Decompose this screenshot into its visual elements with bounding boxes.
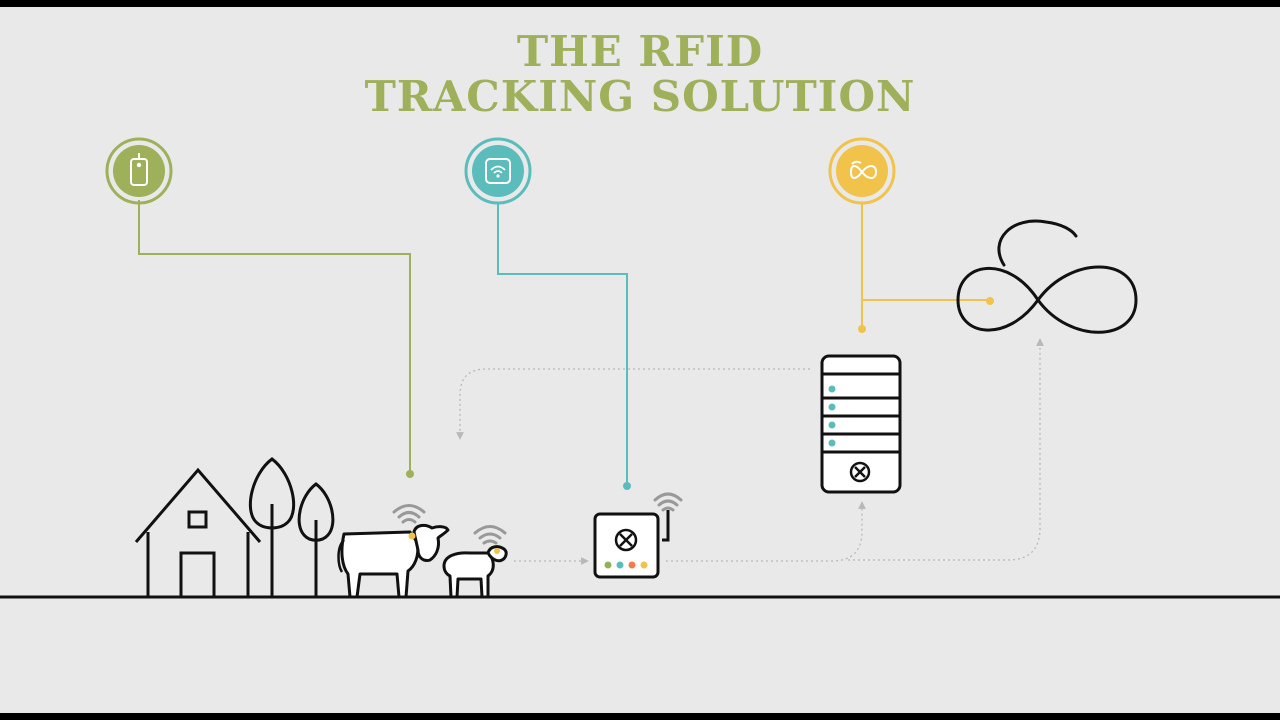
tag-connector-dot bbox=[406, 470, 414, 478]
flow-arrows bbox=[456, 338, 1044, 565]
reader-signal-icon bbox=[653, 492, 683, 512]
cloud-connector-dot-server bbox=[858, 325, 866, 333]
diagram-stage: THE RFID TRACKING SOLUTION bbox=[0, 7, 1280, 713]
cloud-drawing bbox=[956, 219, 1138, 334]
flow-arrow-server-to-farm bbox=[456, 368, 810, 440]
rfid-tag-icon bbox=[105, 137, 173, 205]
cloud-infinity-icon bbox=[828, 137, 896, 205]
trees-drawing bbox=[248, 457, 335, 597]
diagram-title-line-2: TRACKING SOLUTION bbox=[364, 72, 916, 121]
tag-connector-line bbox=[138, 200, 411, 472]
cloud-connector-dot-cloud bbox=[986, 297, 994, 305]
flow-arrow-reader-to-server bbox=[666, 501, 866, 562]
wireless-reader-icon bbox=[464, 137, 532, 205]
rfid-diagram bbox=[0, 137, 1280, 599]
reader-connector-dot bbox=[623, 482, 631, 490]
cow-signal-icon bbox=[392, 504, 426, 524]
sheep-drawing bbox=[442, 525, 508, 599]
diagram-title-line-1: THE RFID bbox=[516, 27, 764, 76]
barn-drawing bbox=[134, 467, 262, 597]
flow-arrow-reader-to-cloud bbox=[848, 338, 1044, 561]
rfid-reader-device bbox=[593, 492, 683, 579]
server-tower bbox=[820, 354, 902, 494]
cloud-connector-line bbox=[861, 202, 990, 327]
sheep-signal-icon bbox=[473, 525, 507, 545]
reader-connector-line bbox=[497, 202, 628, 484]
cow-drawing bbox=[337, 504, 450, 599]
